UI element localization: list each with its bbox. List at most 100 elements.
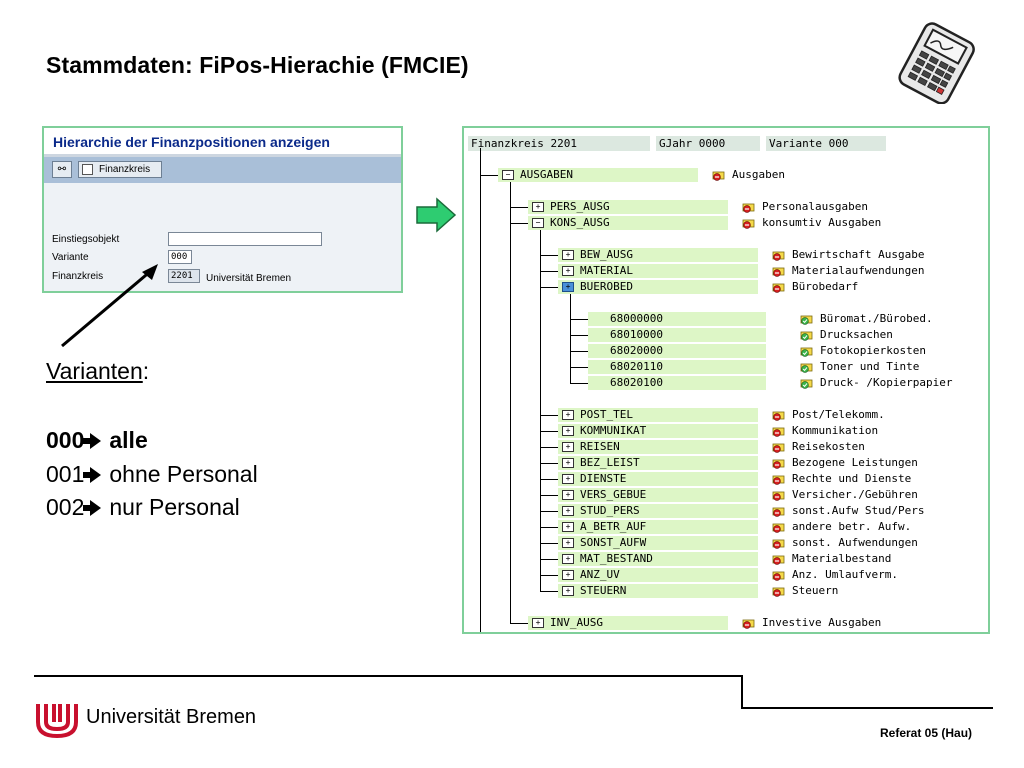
tree-node-description: Anz. Umlaufverm. xyxy=(772,568,898,582)
tree-node[interactable]: +BEZ_LEIST xyxy=(558,456,758,470)
folder-stop-icon xyxy=(772,491,785,501)
folder-stop-icon xyxy=(772,267,785,277)
tree-node[interactable]: +MATERIAL xyxy=(558,264,758,278)
tree-node-id: POST_TEL xyxy=(580,408,633,421)
expand-icon[interactable]: + xyxy=(562,410,574,420)
tree-node[interactable]: 68020100 xyxy=(588,376,766,390)
right-arrow-icon xyxy=(83,500,102,516)
expand-icon[interactable]: + xyxy=(562,586,574,596)
expand-icon[interactable]: + xyxy=(532,618,544,628)
tree-connector xyxy=(540,479,558,480)
tree-node[interactable]: +BEW_AUSG xyxy=(558,248,758,262)
tree-node[interactable]: + POST_TEL xyxy=(558,408,758,422)
folder-stop-icon xyxy=(742,619,755,629)
tree-node-description: Reisekosten xyxy=(772,440,865,454)
tree-node[interactable]: + ANZ_UV xyxy=(558,568,758,582)
variant-text: ohne Personal xyxy=(109,461,258,487)
tree-node-id: REISEN xyxy=(580,440,620,453)
tree-node-id: AUSGABEN xyxy=(520,168,573,181)
tree-node-description: Steuern xyxy=(772,584,838,598)
tree-node[interactable]: 68000000 xyxy=(588,312,766,326)
tree-node[interactable]: + REISEN xyxy=(558,440,758,454)
tree-node-description: Drucksachen xyxy=(800,328,893,342)
finanzkreis-button[interactable]: Finanzkreis xyxy=(78,161,162,178)
variante-field[interactable]: 000 xyxy=(168,250,192,264)
expand-icon[interactable]: + xyxy=(562,522,574,532)
tree-node[interactable]: + STUD_PERS xyxy=(558,504,758,518)
tree-node-id: 68000000 xyxy=(610,312,663,325)
expand-icon[interactable]: + xyxy=(562,250,574,260)
right-arrow-icon xyxy=(83,467,102,483)
tree-node[interactable]: +STEUERN xyxy=(558,584,758,598)
footer-university-name: Universität Bremen xyxy=(86,706,257,728)
expand-icon[interactable]: + xyxy=(562,538,574,548)
tree-node[interactable]: −KONS_AUSG xyxy=(528,216,728,230)
tree-node[interactable]: +SONST_AUFW xyxy=(558,536,758,550)
tree-node[interactable]: +MAT_BESTAND xyxy=(558,552,758,566)
folder-stop-icon xyxy=(772,459,785,469)
footer-divider xyxy=(741,707,993,709)
tree-node-id: ANZ_UV xyxy=(580,568,620,581)
sap-screen-header: Hierarchie der Finanzpositionen anzeigen xyxy=(44,128,401,154)
expand-icon[interactable]: + xyxy=(562,490,574,500)
collapse-icon[interactable]: − xyxy=(532,218,544,228)
green-arrow-icon xyxy=(416,197,457,233)
tree-node[interactable]: +KOMMUNIKAT xyxy=(558,424,758,438)
tree-connector xyxy=(570,351,588,352)
tree-node-id: STUD_PERS xyxy=(580,504,640,517)
finanzkreis-field[interactable]: 2201 xyxy=(168,269,200,283)
tree-connector xyxy=(540,575,558,576)
tree-node[interactable]: 68020000 xyxy=(588,344,766,358)
varianten-heading: Varianten: xyxy=(46,358,149,385)
folder-stop-icon xyxy=(772,443,785,453)
tree-node[interactable]: +PERS_AUSG xyxy=(528,200,728,214)
folder-stop-icon xyxy=(772,283,785,293)
tree-connector xyxy=(540,511,558,512)
expand-icon[interactable]: + xyxy=(562,570,574,580)
collapse-icon[interactable]: − xyxy=(502,170,514,180)
expand-icon[interactable]: + xyxy=(532,202,544,212)
expand-icon[interactable]: + xyxy=(562,554,574,564)
expand-icon[interactable]: + xyxy=(562,506,574,516)
folder-stop-icon xyxy=(742,219,755,229)
tree-node-description: Bezogene Leistungen xyxy=(772,456,918,470)
expand-icon[interactable]: + xyxy=(562,426,574,436)
expand-icon[interactable]: + xyxy=(562,442,574,452)
tree-connector xyxy=(540,559,558,560)
tree-header-variante: Variante 000 xyxy=(766,136,886,151)
tree-node-description: Materialaufwendungen xyxy=(772,264,924,278)
tree-node[interactable]: +A_BETR_AUF xyxy=(558,520,758,534)
folder-stop-icon xyxy=(742,203,755,213)
tree-node[interactable]: +DIENSTE xyxy=(558,472,758,486)
tree-node-text: Büromat./Bürobed. xyxy=(820,312,933,325)
expand-icon[interactable]: + xyxy=(562,458,574,468)
tree-node-text: Anz. Umlaufverm. xyxy=(792,568,898,581)
hierarchy-tree-panel: Finanzkreis 2201 GJahr 0000 Variante 000… xyxy=(462,126,990,634)
calculator-icon xyxy=(898,22,975,104)
tree-node-text: Versicher./Gebühren xyxy=(792,488,918,501)
check-icon xyxy=(800,363,813,373)
tree-node-text: Materialbestand xyxy=(792,552,892,565)
tree-node[interactable]: +BUEROBED xyxy=(558,280,758,294)
footer-reference: Referat 05 (Hau) xyxy=(880,726,973,740)
expand-icon[interactable]: + xyxy=(562,266,574,276)
tree-node[interactable]: +VERS_GEBUE xyxy=(558,488,758,502)
slide-title: Stammdaten: FiPos-Hierachie (FMCIE) xyxy=(46,52,469,78)
expand-icon[interactable]: + xyxy=(562,474,574,484)
einstiegsobjekt-field[interactable] xyxy=(168,232,322,246)
tree-node[interactable]: 68020110 xyxy=(588,360,766,374)
folder-stop-icon xyxy=(772,251,785,261)
tree-node-text: Druck- /Kopierpapier xyxy=(820,376,953,389)
tree-node[interactable]: +INV_AUSG xyxy=(528,616,728,630)
tree-connector xyxy=(510,182,511,624)
tree-node-text: Drucksachen xyxy=(820,328,893,341)
tree-node-description: Bürobedarf xyxy=(772,280,858,294)
tree-node[interactable]: −AUSGABEN xyxy=(498,168,698,182)
display-button[interactable]: ⚯ xyxy=(52,161,72,178)
tree-node-text: Bürobedarf xyxy=(792,280,859,293)
folder-stop-icon xyxy=(712,171,725,181)
tree-node[interactable]: 68010000 xyxy=(588,328,766,342)
tree-node-text: Bewirtschaft Ausgabe xyxy=(792,248,925,261)
expand-icon[interactable]: + xyxy=(562,282,574,292)
